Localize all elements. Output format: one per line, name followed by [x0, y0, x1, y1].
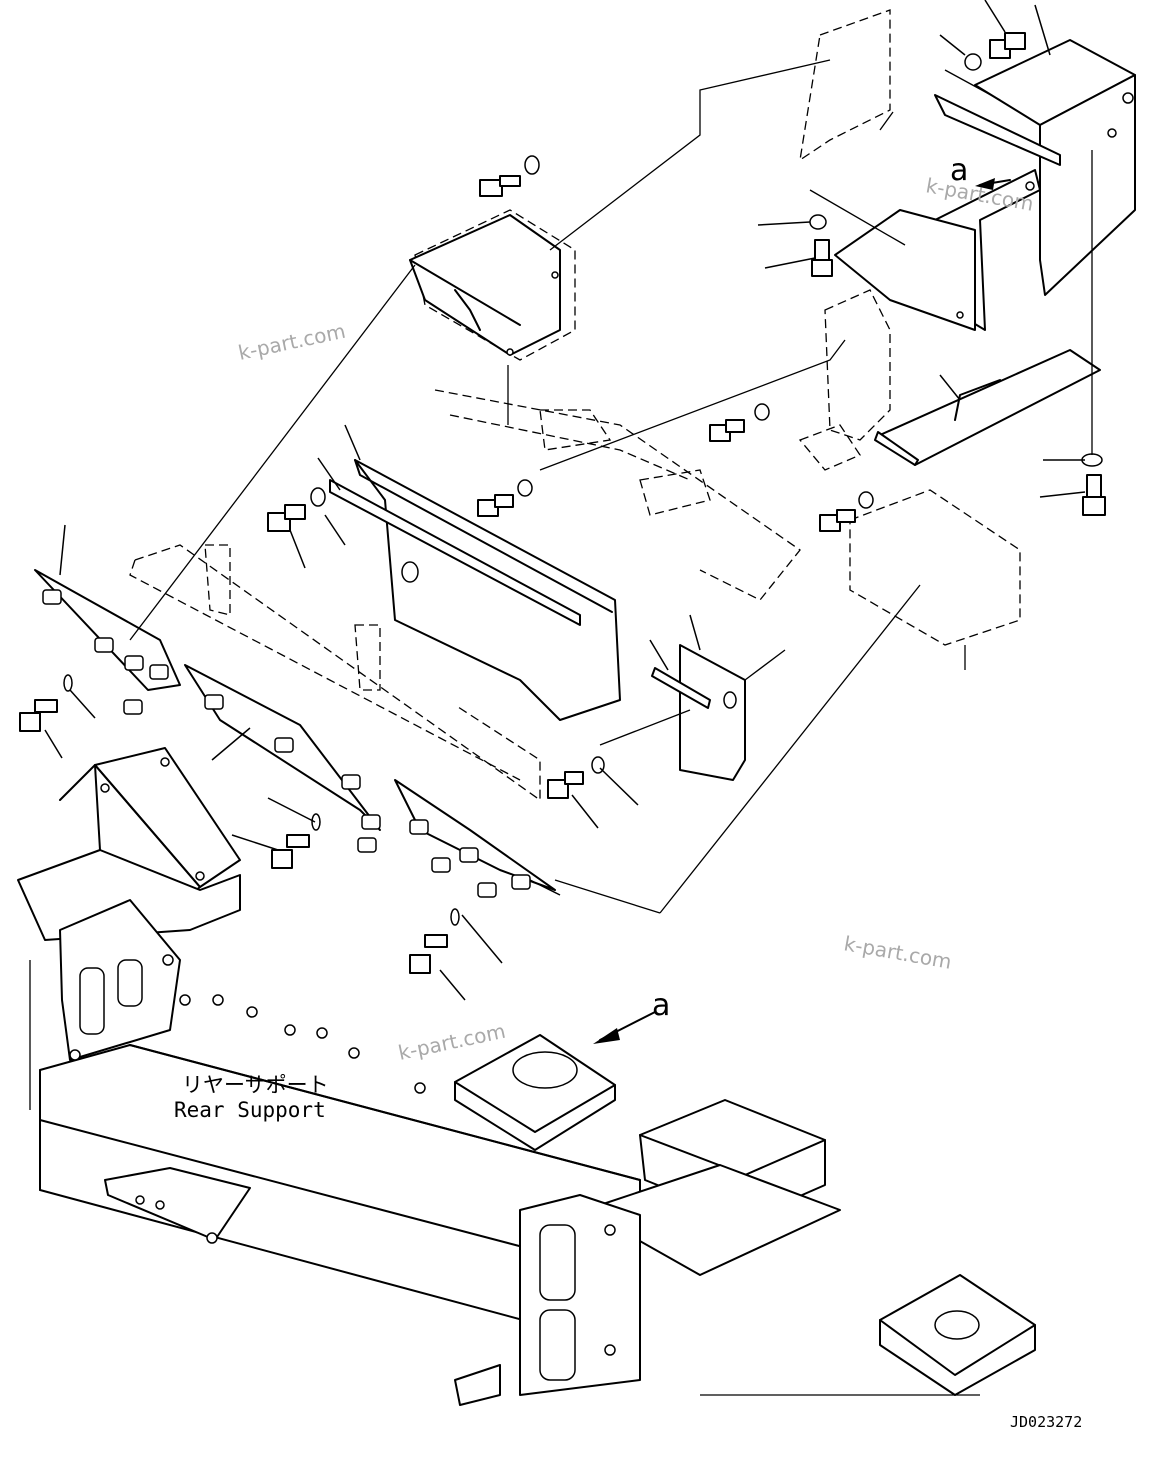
leader-lines — [44, 0, 1093, 1001]
bolt-icon — [477, 494, 514, 517]
part-label-japanese: リヤーサポート — [182, 1073, 329, 1097]
washer-icon — [310, 487, 326, 507]
bolt-icon — [409, 934, 448, 974]
center-hood-cover — [409, 214, 561, 356]
right-small-panel — [651, 644, 746, 781]
watermark: k-part.com — [396, 1019, 508, 1065]
bolt-icon — [989, 32, 1026, 59]
left-guard-plate — [34, 569, 181, 715]
view-arrow-a-top — [975, 178, 1011, 190]
washer-icon — [63, 674, 73, 692]
washer-icon — [517, 479, 533, 497]
washer-icon — [754, 403, 770, 421]
washer-icon — [450, 908, 460, 926]
frame-phantom-outline — [129, 9, 1021, 802]
lower-guard-plate — [394, 779, 556, 898]
view-marker-top: a — [950, 153, 968, 188]
bolt-icon — [819, 509, 856, 532]
washer-icon — [311, 813, 321, 831]
watermark: k-part.com — [842, 931, 953, 974]
bolt-icon — [19, 699, 58, 732]
view-arrow-a-bottom — [593, 1011, 656, 1044]
washer-icon — [809, 214, 827, 230]
washer-icon — [524, 155, 540, 175]
washer-icon — [858, 491, 874, 509]
top-right-battery-box — [834, 39, 1136, 331]
bolt-icon — [479, 175, 521, 197]
bolt-icon — [1082, 474, 1106, 516]
large-side-panel — [329, 459, 621, 721]
center-guard-plate — [184, 664, 381, 853]
bolt-icon — [709, 419, 745, 442]
watermark: k-part.com — [236, 319, 348, 365]
bolt-icon — [271, 834, 310, 869]
right-step-bracket — [874, 349, 1101, 466]
washer-icon — [964, 53, 982, 71]
rear-support-frame — [17, 747, 1036, 1406]
bolt-icon — [267, 504, 306, 532]
bolt-icon — [811, 239, 833, 277]
bolt-icon — [547, 771, 584, 799]
view-marker-bottom: a — [652, 988, 670, 1023]
drawing-code: JD023272 — [1010, 1413, 1082, 1431]
part-label-english: Rear Support — [174, 1098, 326, 1122]
